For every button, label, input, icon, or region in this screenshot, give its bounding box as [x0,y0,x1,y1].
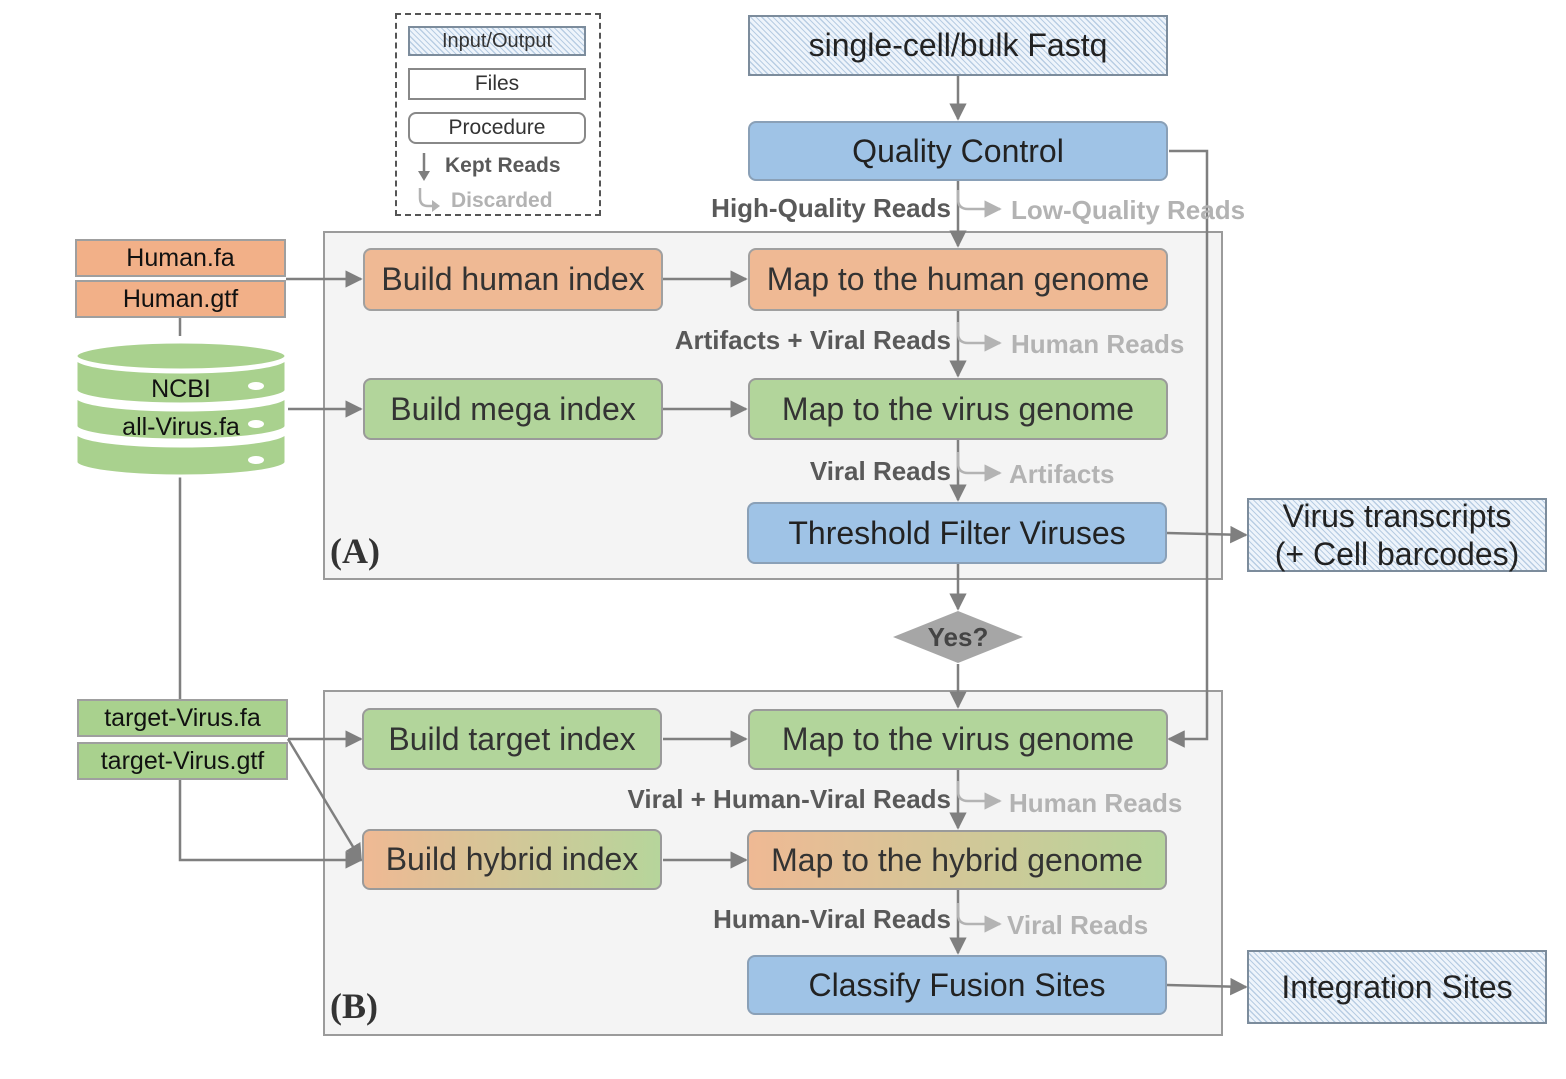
human-gtf-file: Human.gtf [75,280,286,318]
map-hybrid-genome-step: Map to the hybrid genome [747,830,1167,890]
discard-human-reads-a [956,322,1002,352]
build-mega-index-step: Build mega index [363,378,663,440]
integration-sites-output: Integration Sites [1247,950,1547,1024]
kept-viral-reads-label: Viral Reads [809,456,951,486]
target-virus-gtf-file: target-Virus.gtf [77,742,288,780]
discard-viral-reads-label: Viral Reads [1007,910,1149,940]
ncbi-db-label-2: all-Virus.fa [122,412,240,441]
threshold-filter-step: Threshold Filter Viruses [747,502,1167,564]
panel-b-tag: (B) [330,986,378,1026]
decision-diamond [893,611,1023,663]
map-virus-genome-a-step: Map to the virus genome [748,378,1168,440]
decision-label: Yes? [927,621,989,652]
discard-human-reads-b [956,781,1002,810]
classify-fusion-sites-step: Classify Fusion Sites [747,955,1167,1015]
discard-human-reads-a-label: Human Reads [1011,329,1185,359]
build-hybrid-index-step: Build hybrid index [362,829,662,890]
arrow-classify-to-integration [1166,977,1248,996]
legend-kept-arrow-icon [418,153,430,181]
ncbi-db-label-1: NCBI [151,374,211,403]
virus-transcripts-line1: Virus transcripts [1282,498,1512,534]
legend-procedure: Procedure [408,112,586,144]
human-fa-file: Human.fa [75,239,286,277]
quality-control-step: Quality Control [748,121,1168,181]
fastq-input: single-cell/bulk Fastq [748,15,1168,76]
legend-files: Files [408,68,586,100]
discard-low-quality-label: Low-Quality Reads [1011,195,1246,225]
build-target-index-step: Build target index [362,708,662,770]
kept-artifacts-viral-label: Artifacts + Viral Reads [674,325,951,355]
discard-viral-reads [956,903,1002,933]
arrow-qc-bypass [1167,149,1209,748]
target-virus-fa-file: target-Virus.fa [77,699,288,737]
virus-transcripts-output: Virus transcripts (+ Cell barcodes) [1247,498,1547,572]
kept-viral-human-viral-label: Viral + Human-Viral Reads [627,784,951,814]
arrow-target-gtf-to-hybrid [178,780,363,869]
build-human-index-step: Build human index [363,248,663,311]
map-human-genome-step: Map to the human genome [748,248,1168,311]
virus-transcripts-line2: (+ Cell barcodes) [1274,536,1520,572]
kept-human-viral-label: Human-Viral Reads [713,904,951,934]
discard-human-reads-b-label: Human Reads [1009,788,1183,818]
kept-high-quality-label: High-Quality Reads [711,193,951,223]
discard-artifacts [956,452,1002,482]
map-virus-genome-b-step: Map to the virus genome [748,709,1168,770]
arrow-target-files-to-hybrid [286,738,363,862]
database-icon [74,340,288,478]
legend-input-output: Input/Output [408,26,586,56]
panel-a-tag: (A) [330,531,380,571]
discard-artifacts-label: Artifacts [1009,459,1115,489]
legend-kept-label: Kept Reads [445,154,561,177]
legend-discarded-label: Discarded [451,189,553,212]
discard-low-quality [956,190,1002,218]
legend-discarded-arrow-icon [418,188,440,212]
